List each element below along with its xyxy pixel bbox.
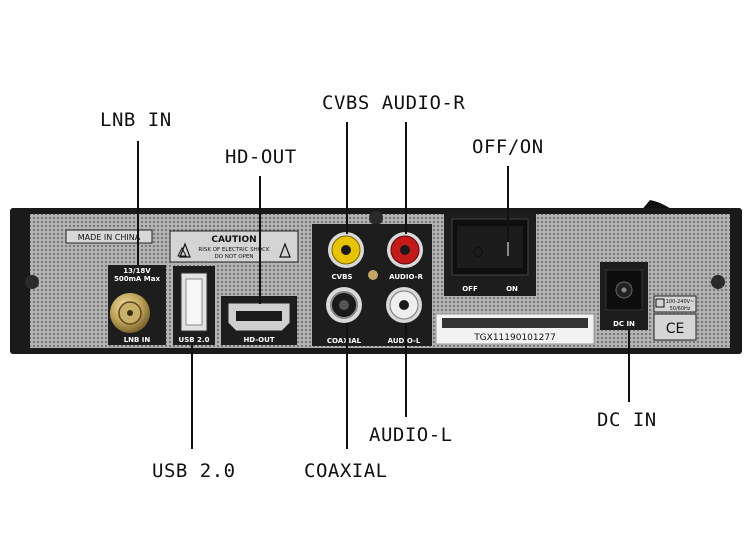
callout-lnb-in: LNB IN — [100, 109, 172, 131]
callout-dc-in: DC IN — [597, 409, 657, 431]
made-in-box — [65, 229, 153, 244]
on-label: ON — [506, 285, 518, 293]
caution-line2: DO NOT OPEN — [214, 254, 253, 260]
ce-mark: CE — [666, 321, 685, 337]
audio-l-label: AUDIO-L — [388, 337, 421, 345]
leader-offon — [507, 166, 509, 242]
made-in-text: MADE IN CHINA — [78, 233, 141, 242]
audio-r-label: AUDIO-R — [389, 273, 423, 281]
lnb-spec1: 13/18V — [123, 267, 151, 275]
leader-audio-r — [405, 122, 407, 234]
callout-audio-l: AUDIO-L — [369, 424, 453, 446]
warning-triangle-icon — [179, 242, 191, 258]
screw-right — [711, 275, 725, 289]
caution-box — [169, 230, 299, 263]
leader-usb — [191, 345, 193, 449]
caution-title: CAUTION — [211, 235, 256, 245]
leader-cvbs — [346, 122, 348, 234]
svg-text:O: O — [472, 245, 483, 261]
leader-audio-l — [405, 323, 407, 417]
callout-hd-out: HD-OUT — [225, 146, 297, 168]
callout-cvbs-audio-r: CVBS AUDIO-R — [322, 92, 466, 114]
callout-off-on: OFF/ON — [472, 136, 544, 158]
leader-coaxial — [346, 323, 348, 449]
leader-hdout — [259, 176, 261, 304]
callout-usb: USB 2.0 — [152, 460, 236, 482]
dcin-label: DC IN — [613, 320, 635, 328]
coaxial-label: COAXIAL — [327, 337, 362, 345]
screw-left — [25, 275, 39, 289]
leader-lnb — [137, 141, 139, 265]
lnb-spec2: 500mA Max — [114, 275, 160, 283]
power-spec2: 50/60Hz — [670, 306, 691, 312]
leader-dcin — [628, 330, 630, 402]
power-spec1: 100-240V~ — [666, 299, 695, 305]
ce-box — [653, 313, 697, 341]
usb-label: USB 2.0 — [179, 336, 210, 344]
lnb-label: LNB IN — [124, 336, 151, 344]
screw-top — [369, 211, 383, 225]
hdout-label: HD-OUT — [243, 336, 274, 344]
caution-line1: RISK OF ELECTRIC SHOCK — [198, 247, 270, 253]
callout-coaxial: COAXIAL — [304, 460, 388, 482]
off-label: OFF — [462, 285, 478, 293]
cvbs-label: CVBS — [332, 273, 353, 281]
warning-triangle-icon — [279, 242, 291, 258]
ground-screw — [368, 270, 378, 280]
serial-number: TGX11190101277 — [473, 333, 556, 343]
